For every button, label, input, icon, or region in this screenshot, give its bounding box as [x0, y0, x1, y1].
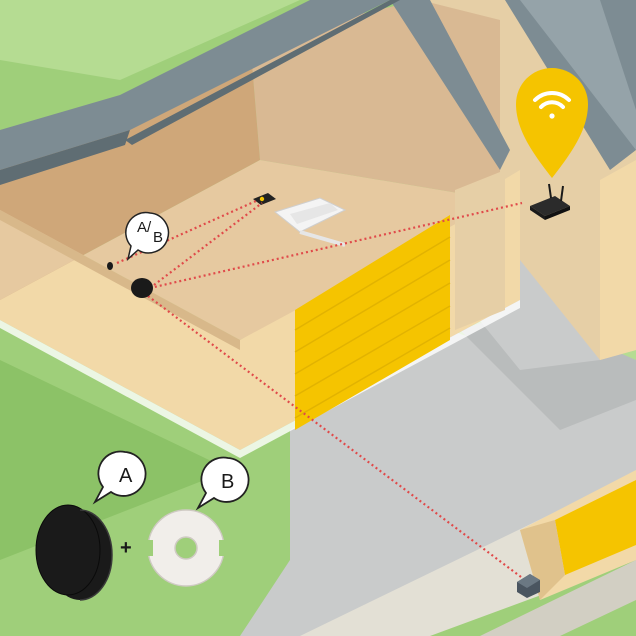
bubble-a-label: A [119, 465, 133, 487]
mount-ring-icon [175, 537, 197, 559]
sensor-puck-icon [131, 278, 153, 298]
ab-callout-b: B [153, 229, 163, 246]
plus-sign: + [120, 537, 132, 559]
bubble-b-label: B [221, 471, 234, 493]
sensor-small-icon [107, 262, 113, 270]
ab-callout-a: A [137, 219, 147, 236]
